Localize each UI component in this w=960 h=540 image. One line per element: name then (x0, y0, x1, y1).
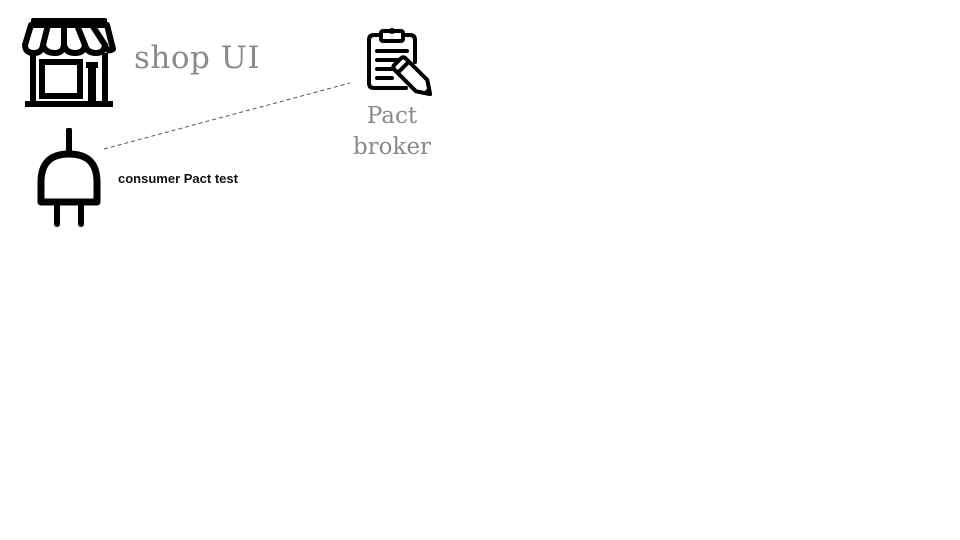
pact-broker-label: Pact broker (340, 101, 444, 163)
plug-icon (37, 128, 101, 227)
shop-title: shop UI (134, 40, 261, 76)
consumer-pact-test-label: consumer Pact test (118, 171, 238, 186)
pact-broker-label-line2: broker (352, 134, 432, 160)
storefront-icon (22, 18, 116, 107)
clipboard-edit-icon (367, 28, 433, 97)
pact-broker-label-line1: Pact (366, 103, 418, 129)
